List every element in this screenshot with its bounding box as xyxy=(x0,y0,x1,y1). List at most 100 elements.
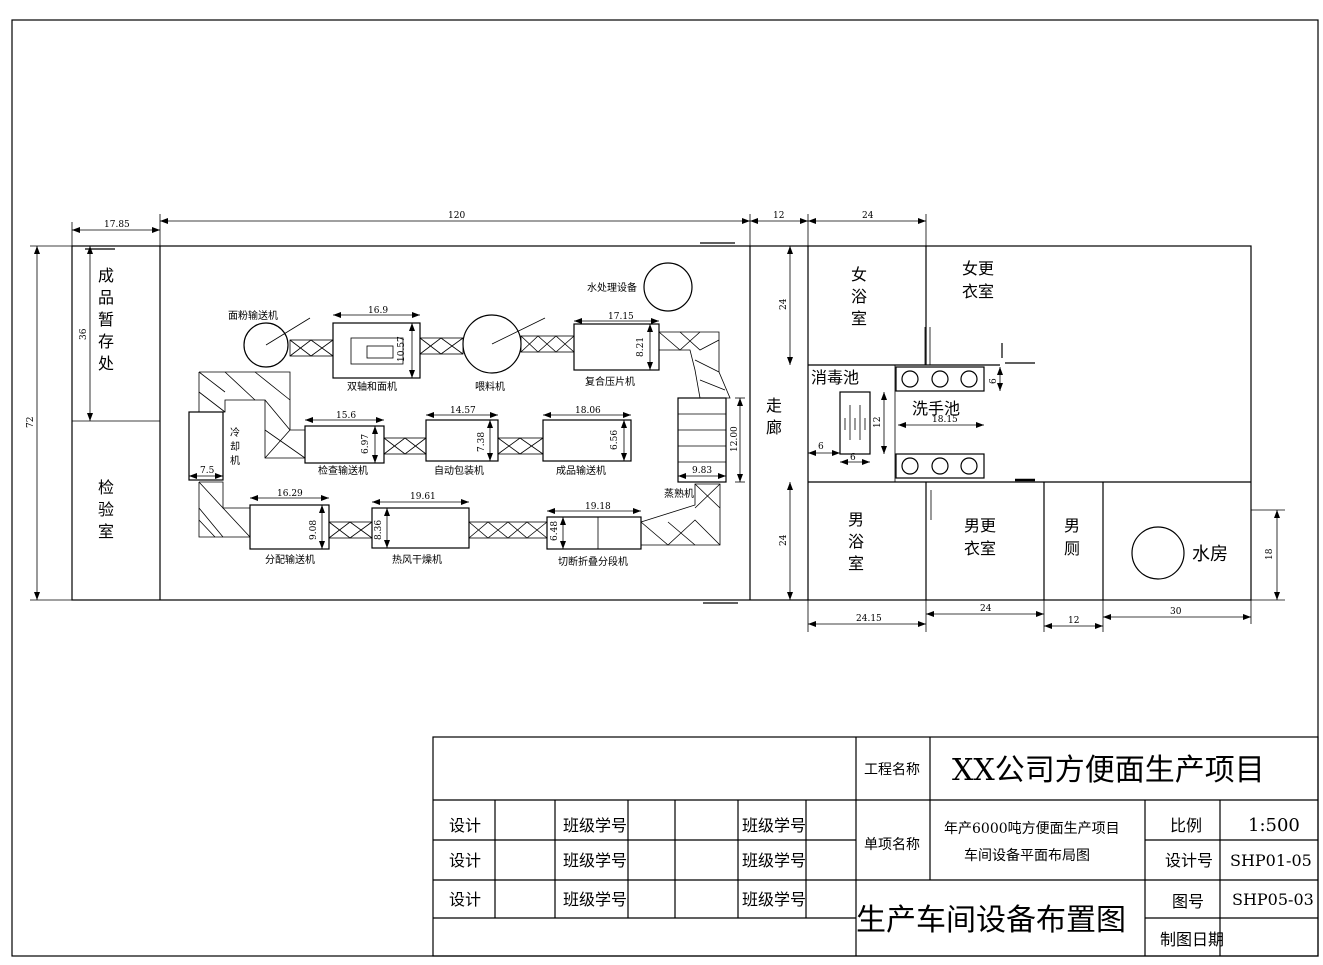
item-name-label: 单项名称 xyxy=(864,837,920,853)
svg-text:室: 室 xyxy=(98,522,114,541)
svg-text:19.18: 19.18 xyxy=(585,502,611,512)
svg-text:12: 12 xyxy=(873,417,883,428)
svg-text:8.21: 8.21 xyxy=(636,337,646,357)
cooling-machine xyxy=(188,411,224,481)
finished-product-conveyor xyxy=(542,419,632,462)
svg-text:18.06: 18.06 xyxy=(575,406,601,416)
svg-text:成: 成 xyxy=(98,266,114,285)
room-female-bath: 女 浴 室 xyxy=(851,265,867,328)
svg-text:衣室: 衣室 xyxy=(962,282,994,301)
svg-text:36: 36 xyxy=(79,328,89,340)
svg-text:17.15: 17.15 xyxy=(608,312,634,322)
svg-text:16.29: 16.29 xyxy=(277,489,303,499)
drawing-date-label: 制图日期 xyxy=(1160,930,1224,949)
dimension-lines: 17.85 120 12 24 72 36 24 24 12 6 6 18.15 xyxy=(26,211,1285,632)
room-disinfect-pool: 消毒池 xyxy=(811,368,859,387)
cutter-label: 切断折叠分段机 xyxy=(558,555,628,568)
hot-air-dryer xyxy=(371,507,470,549)
building-outline xyxy=(71,245,1252,601)
item-name-line1: 年产6000吨方便面生产项目 xyxy=(944,821,1120,837)
drawing-title: 生产车间设备布置图 xyxy=(856,903,1126,938)
drawing-no-label: 图号 xyxy=(1172,892,1204,911)
svg-text:16.9: 16.9 xyxy=(368,306,388,316)
mixer-label: 双轴和面机 xyxy=(347,380,397,393)
compound-press xyxy=(573,323,660,371)
room-water-room: 水房 xyxy=(1192,544,1228,565)
disinfect-pool xyxy=(839,391,871,455)
room-wash-basin: 洗手池 xyxy=(912,399,960,418)
design-label-3: 设计 xyxy=(449,890,481,909)
svg-text:走: 走 xyxy=(766,396,782,415)
svg-text:24: 24 xyxy=(980,604,992,614)
inspection-conveyor xyxy=(304,425,385,464)
water-treatment-label: 水处理设备 xyxy=(587,281,637,294)
wash-basin-lower xyxy=(895,453,985,479)
project-name: XX公司方便面生产项目 xyxy=(952,753,1265,788)
project-name-label: 工程名称 xyxy=(864,762,920,778)
svg-text:厕: 厕 xyxy=(1064,539,1080,558)
cutting-folding-machine xyxy=(546,516,642,550)
svg-text:衣室: 衣室 xyxy=(964,539,996,558)
svg-text:30: 30 xyxy=(1170,607,1182,617)
svg-text:18: 18 xyxy=(1265,548,1275,560)
svg-text:9.83: 9.83 xyxy=(692,466,712,476)
svg-text:6: 6 xyxy=(850,453,856,463)
svg-text:6.48: 6.48 xyxy=(550,521,560,541)
svg-text:24.15: 24.15 xyxy=(856,614,882,624)
svg-text:6.97: 6.97 xyxy=(361,434,371,454)
svg-text:15.6: 15.6 xyxy=(336,411,356,421)
title-block: 工程名称 XX公司方便面生产项目 单项名称 年产6000吨方便面生产项目 车间设… xyxy=(432,736,1319,957)
svg-text:浴: 浴 xyxy=(851,287,867,306)
steamer-label: 蒸熟机 xyxy=(664,487,694,500)
room-male-toilet: 男 厕 xyxy=(1064,516,1080,558)
svg-text:处: 处 xyxy=(98,354,114,373)
item-name-line2: 车间设备平面布局图 xyxy=(964,847,1090,864)
svg-text:12: 12 xyxy=(1068,616,1079,626)
dryer-label: 热风干燥机 xyxy=(392,553,442,566)
svg-text:品: 品 xyxy=(98,288,114,307)
svg-text:7.5: 7.5 xyxy=(200,466,215,476)
distrib-label: 分配输送机 xyxy=(265,553,315,566)
press-label: 复合压片机 xyxy=(585,375,635,388)
class-no-label-2: 班级学号 xyxy=(563,851,627,870)
water-tank xyxy=(1131,526,1185,580)
flour-conveyor-label: 面粉输送机 xyxy=(228,309,278,322)
design-label-2: 设计 xyxy=(449,851,481,870)
cooling-label-1: 冷 xyxy=(230,426,240,439)
svg-text:6.56: 6.56 xyxy=(610,430,620,450)
svg-text:24: 24 xyxy=(862,211,874,221)
room-inspection: 检 验 室 xyxy=(98,478,114,541)
svg-text:6: 6 xyxy=(989,378,999,384)
svg-text:8.36: 8.36 xyxy=(374,520,384,540)
room-male-changing: 男更 衣室 xyxy=(964,516,996,558)
autopack-label: 自动包装机 xyxy=(434,464,484,477)
svg-text:24: 24 xyxy=(779,534,789,546)
room-corridor: 走 廊 xyxy=(766,396,782,437)
scale-label: 比例 xyxy=(1170,816,1202,835)
svg-text:12.00: 12.00 xyxy=(730,426,740,452)
drawing-no-value: SHP05-03 xyxy=(1232,890,1314,909)
svg-text:暂: 暂 xyxy=(98,310,114,329)
svg-text:检: 检 xyxy=(98,478,114,497)
svg-text:机: 机 xyxy=(230,454,240,467)
svg-text:18.15: 18.15 xyxy=(932,415,958,425)
svg-text:浴: 浴 xyxy=(848,532,864,551)
svg-text:廊: 廊 xyxy=(766,418,782,437)
svg-text:却: 却 xyxy=(230,441,240,453)
scale-value: 1:500 xyxy=(1248,815,1300,836)
svg-text:室: 室 xyxy=(848,554,864,573)
room-female-changing: 女更 衣室 xyxy=(962,259,994,301)
svg-text:室: 室 xyxy=(851,309,867,328)
twin-shaft-mixer xyxy=(332,322,421,379)
svg-text:存: 存 xyxy=(98,332,114,351)
class-no-label-4: 班级学号 xyxy=(742,816,806,835)
design-no-label: 设计号 xyxy=(1165,851,1213,870)
svg-text:验: 验 xyxy=(98,500,114,519)
auto-packaging-machine xyxy=(425,419,499,462)
class-no-label-1: 班级学号 xyxy=(563,816,627,835)
svg-text:120: 120 xyxy=(448,211,465,221)
svg-text:女更: 女更 xyxy=(962,259,994,278)
class-no-label-6: 班级学号 xyxy=(742,890,806,909)
